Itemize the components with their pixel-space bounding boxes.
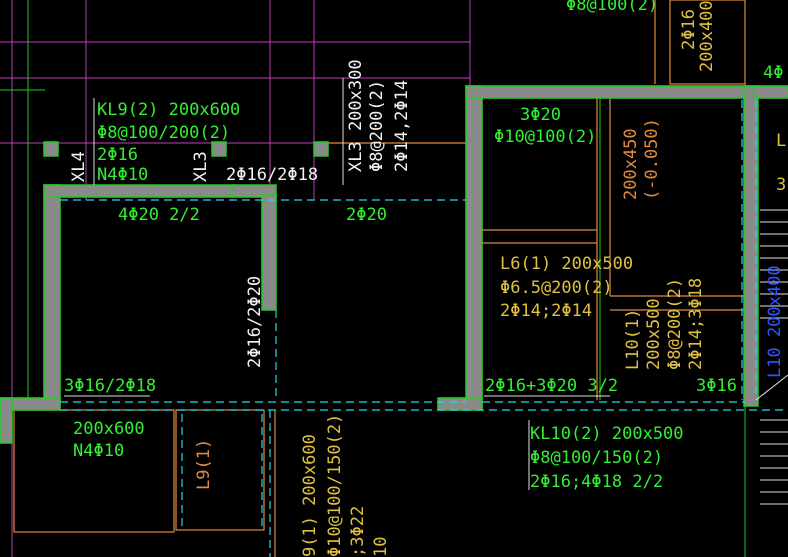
label-top-right-bar: 2Φ16 [679,9,699,50]
label-kl10-bar: 2Φ16;4Φ18 2/2 [530,472,663,492]
label-l6-stirrup: Φ6.5@200(2) [500,278,613,298]
label-top-mid-room: 2Φ20 [346,205,387,225]
label-kl10-title: KL10(2) 200x500 [530,424,684,444]
label-xl3-a-bar: 2Φ16/2Φ18 [226,165,318,185]
label-room-a-bar: 3Φ20 [520,105,561,125]
label-xl4: XL4 [69,151,89,182]
label-kl9-stirrup: Φ8@100/200(2) [97,123,230,143]
label-xl3-b-bar: 2Φ14,2Φ14 [392,80,412,172]
label-bottom-left-room: 3Φ16/2Φ18 [64,376,156,396]
label-xl3-b-stirrup: Φ8@200(2) [367,80,387,172]
label-bottom-vert-bar: ;3Φ22 [348,506,368,557]
label-l10-stirrup: Φ8@200(2) [665,278,685,370]
label-bottom-right-bar: 3Φ16 [696,376,737,396]
label-xl3-a: XL3 [191,151,211,182]
label-bottom-mid-bar: 2Φ16+3Φ20 3/2 [485,376,618,396]
label-top-partial: Φ8@100(2) [566,0,658,15]
label-l10-size: 200x500 [644,298,664,370]
label-right-cut-3: 3 [776,175,786,195]
label-l10-title: L10(1) [623,309,643,370]
leader-lines [64,78,610,490]
label-l6-bar: 2Φ14;2Φ14 [500,301,592,321]
label-kl10-stirrup: Φ8@100/150(2) [530,448,663,468]
dashed-lines [60,100,788,557]
label-beam-450: 200x450 [621,128,641,200]
walls [0,85,788,444]
label-xl3-b-title: XL3 200x300 [346,59,366,172]
label-bottom-vert-stirrup: Φ10@100/150(2) [325,414,345,557]
label-top-right-size: 200x400 [697,0,717,72]
label-lower-left-n: N4Φ10 [73,441,124,461]
label-xl4-bar: 2Φ16 [97,145,138,165]
label-right-edge: 4Φ [763,63,783,83]
label-bottom-vert-extra: 10 [371,537,391,557]
stair-lines [755,209,788,505]
label-bottom-vert-title: 9(1) 200x600 [300,434,320,557]
label-l9: L9(1) [194,439,214,490]
label-beam-450-elev: (-0.050) [642,118,662,200]
label-l10-bar: 2Φ14;3Φ18 [686,278,706,370]
label-right-blue: L10 200x400 [765,265,785,378]
label-lower-left-size: 200x600 [73,419,145,439]
grid-lines [0,0,471,557]
label-top-left-room: 4Φ20 2/2 [118,205,200,225]
label-l6-title: L6(1) 200x500 [500,254,633,274]
label-room-a-stirrup: Φ10@100(2) [494,127,596,147]
label-right-cut-l: L [776,131,786,151]
label-vert-mid: 2Φ16/2Φ20 [245,276,265,368]
label-kl9-title: KL9(2) 200x600 [97,100,240,120]
label-xl4-n: N4Φ10 [97,165,148,185]
